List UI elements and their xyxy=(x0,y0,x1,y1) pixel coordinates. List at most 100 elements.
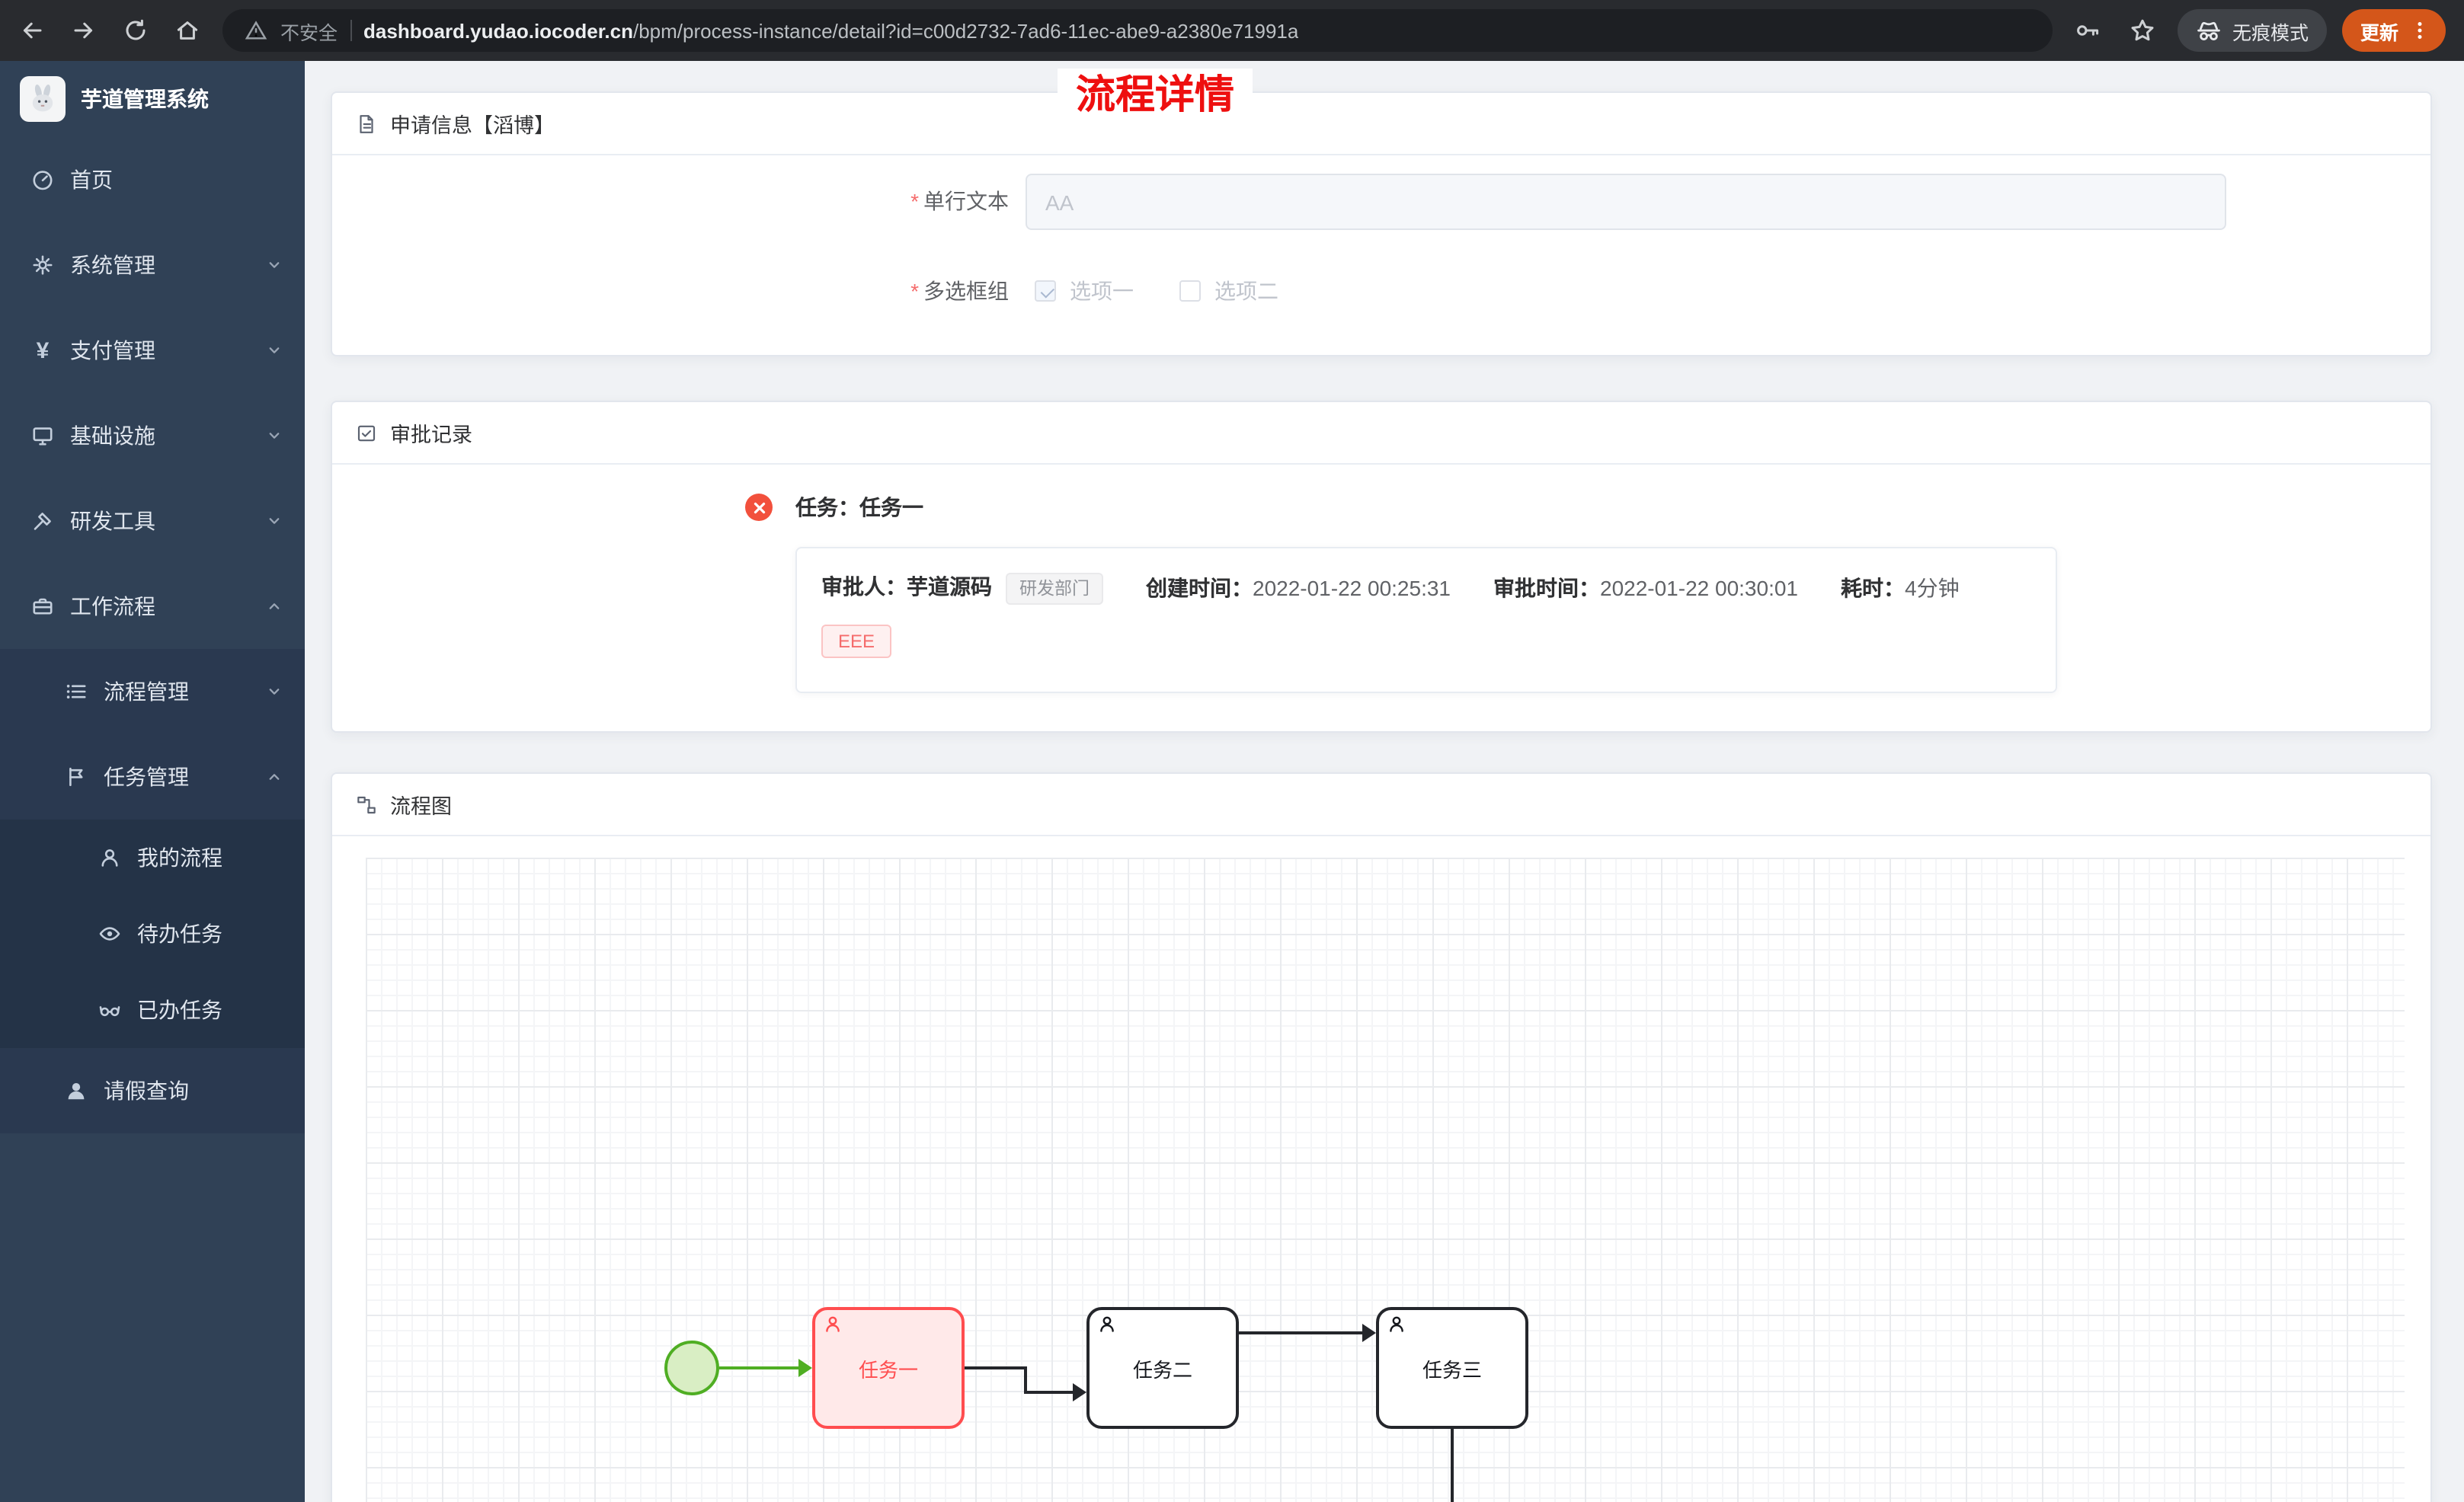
monitor-icon xyxy=(30,423,55,448)
checkbox-option-label: 选项一 xyxy=(1070,279,1134,303)
sidebar: 芋道管理系统 首页 系统管理 ¥ 支付管理 基础设施 xyxy=(0,61,305,1502)
security-label: 不安全 xyxy=(280,22,338,43)
briefcase-icon xyxy=(30,594,55,618)
incognito-badge[interactable]: 无痕模式 xyxy=(2177,9,2327,52)
apply-info-card-title: 申请信息【滔博】 xyxy=(390,114,555,137)
approved-time-label: 审批时间： xyxy=(1493,575,1600,600)
checkbox-option-label: 选项二 xyxy=(1214,279,1278,303)
duration-field: 耗时：4分钟 xyxy=(1841,573,1960,603)
sidebar-item-task-management[interactable]: 任务管理 xyxy=(0,734,305,820)
user-task-icon xyxy=(1387,1315,1406,1334)
task-node-label: 任务三 xyxy=(1422,1358,1482,1381)
task-failed-icon xyxy=(745,494,773,521)
logo-avatar xyxy=(20,76,66,122)
page-title: 流程详情 xyxy=(1057,69,1253,120)
bookmark-star-button[interactable] xyxy=(2123,11,2162,50)
app-logo[interactable]: 芋道管理系统 xyxy=(0,61,305,137)
back-button[interactable] xyxy=(12,11,52,50)
created-time-value: 2022-01-22 00:25:31 xyxy=(1253,575,1451,600)
task-node-3[interactable]: 任务三 xyxy=(1376,1307,1528,1429)
checkbox-group: 选项一 选项二 xyxy=(1035,276,1278,306)
chrome-update-button[interactable]: 更新 xyxy=(2341,9,2446,52)
required-asterisk: * xyxy=(910,279,919,303)
forward-icon xyxy=(70,17,98,44)
sidebar-item-payment-management[interactable]: ¥ 支付管理 xyxy=(0,308,305,393)
start-event-node[interactable] xyxy=(664,1341,719,1395)
sidebar-item-leave-query[interactable]: 请假查询 xyxy=(0,1048,305,1133)
app-title: 芋道管理系统 xyxy=(81,87,209,111)
sidebar-item-workflow[interactable]: 工作流程 xyxy=(0,564,305,649)
sidebar-item-dev-tools[interactable]: 研发工具 xyxy=(0,478,305,564)
created-time-field: 创建时间：2022-01-22 00:25:31 xyxy=(1146,573,1451,603)
flowchart-icon xyxy=(355,793,378,816)
passwords-key-button[interactable] xyxy=(2068,11,2107,50)
approval-meta-row: 审批人：芋道源码研发部门 创建时间：2022-01-22 00:25:31 审批… xyxy=(821,571,2031,604)
task-node-label: 任务一 xyxy=(858,1358,918,1381)
approval-task-title: 任务：任务一 xyxy=(795,495,923,519)
rabbit-logo-icon xyxy=(24,81,61,117)
x-mark-icon xyxy=(750,499,767,516)
sidebar-item-process-management[interactable]: 流程管理 xyxy=(0,649,305,734)
url-domain: dashboard.yudao.iocoder.cn xyxy=(363,19,633,42)
user-task-icon xyxy=(1097,1315,1117,1334)
checkbox-option-2: 选项二 xyxy=(1179,276,1278,306)
eye-icon xyxy=(98,922,122,946)
sidebar-item-todo-tasks[interactable]: 待办任务 xyxy=(0,896,305,972)
dashboard-icon xyxy=(30,168,55,192)
approval-record-card-title: 审批记录 xyxy=(390,423,472,446)
approval-record-card: 审批记录 任务：任务一 审批人：芋道源码研发部门 创建时间：2022-01-22… xyxy=(331,401,2432,733)
sidebar-item-label: 研发工具 xyxy=(70,509,155,533)
approval-comment-tag: EEE xyxy=(821,624,892,657)
sidebar-item-label: 支付管理 xyxy=(70,338,155,363)
gear-icon xyxy=(30,253,55,277)
task-node-2[interactable]: 任务二 xyxy=(1086,1307,1239,1429)
single-line-text-input xyxy=(1026,174,2226,230)
bpmn-canvas[interactable]: 任务一 任务二 任务三 xyxy=(366,858,2405,1502)
task-node-label: 任务二 xyxy=(1132,1358,1192,1381)
address-bar-divider xyxy=(350,20,352,41)
sidebar-item-label: 工作流程 xyxy=(70,594,155,618)
flag-icon xyxy=(64,765,88,789)
sidebar-item-label: 基础设施 xyxy=(70,423,155,448)
sidebar-item-label: 首页 xyxy=(70,168,113,192)
sidebar-item-label: 系统管理 xyxy=(70,253,155,277)
address-bar[interactable]: 不安全 dashboard.yudao.iocoder.cn/bpm/proce… xyxy=(222,9,2053,52)
sidebar-item-home[interactable]: 首页 xyxy=(0,137,305,222)
forward-button[interactable] xyxy=(64,11,104,50)
url-text: dashboard.yudao.iocoder.cn/bpm/process-i… xyxy=(363,19,1298,42)
approval-detail-box: 审批人：芋道源码研发部门 创建时间：2022-01-22 00:25:31 审批… xyxy=(795,547,2057,693)
home-button[interactable] xyxy=(168,11,207,50)
chevron-up-icon xyxy=(265,597,283,615)
not-secure-warning-icon xyxy=(244,18,268,43)
sidebar-item-system-management[interactable]: 系统管理 xyxy=(0,222,305,308)
apply-info-card-header: 申请信息【滔博】 xyxy=(332,93,2430,155)
department-tag: 研发部门 xyxy=(1006,572,1103,604)
chevron-down-icon xyxy=(265,512,283,530)
sidebar-item-infrastructure[interactable]: 基础设施 xyxy=(0,393,305,478)
checkbox-option-1: 选项一 xyxy=(1035,276,1134,306)
home-icon xyxy=(174,17,201,44)
sidebar-item-my-process[interactable]: 我的流程 xyxy=(0,820,305,896)
user-task-icon xyxy=(823,1315,843,1334)
sidebar-menu: 首页 系统管理 ¥ 支付管理 基础设施 研发工具 xyxy=(0,137,305,1502)
sidebar-item-label: 请假查询 xyxy=(104,1079,189,1103)
refresh-button[interactable] xyxy=(116,11,155,50)
duration-label: 耗时： xyxy=(1841,575,1905,600)
approved-time-value: 2022-01-22 00:30:01 xyxy=(1600,575,1798,600)
sidebar-item-label: 待办任务 xyxy=(137,922,222,946)
browser-nav-buttons xyxy=(12,11,207,50)
record-icon xyxy=(355,421,378,444)
chevron-down-icon xyxy=(265,256,283,274)
approver-label: 审批人： xyxy=(821,574,907,599)
sidebar-item-label: 已办任务 xyxy=(137,998,222,1022)
apply-info-card: 申请信息【滔博】 *单行文本 *多选框组 选项一 选项二 xyxy=(331,91,2432,356)
glasses-icon xyxy=(98,998,122,1022)
process-diagram-card: 流程图 任务一 任务二 xyxy=(331,772,2432,1502)
sidebar-item-label: 流程管理 xyxy=(104,679,189,704)
sidebar-item-done-tasks[interactable]: 已办任务 xyxy=(0,972,305,1048)
task-node-1[interactable]: 任务一 xyxy=(812,1307,965,1429)
update-label: 更新 xyxy=(2360,22,2398,43)
checkbox-checked-icon xyxy=(1035,280,1056,302)
approver-name: 芋道源码 xyxy=(907,574,992,599)
